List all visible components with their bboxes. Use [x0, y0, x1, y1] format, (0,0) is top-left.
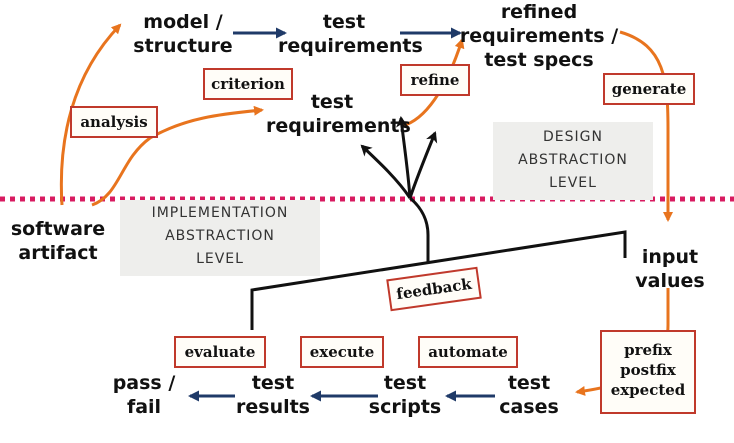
node-line: refined	[500, 1, 578, 23]
feedback-branch-left	[360, 144, 412, 199]
software-artifact-node: software artifact	[8, 217, 108, 265]
node-line: structure	[133, 35, 233, 57]
design-level-line: ABSTRACTION	[518, 152, 628, 168]
node-line: test	[251, 372, 295, 394]
node-line: artifact	[18, 242, 98, 264]
feedback-stem	[409, 196, 430, 262]
implementation-level-line: LEVEL	[196, 251, 244, 267]
node-line: pass /	[112, 372, 176, 394]
input-values-node: input values	[630, 245, 710, 293]
design-level-line: LEVEL	[549, 175, 597, 191]
arrow-refined-to-input	[619, 30, 673, 222]
arrow-refine	[401, 38, 465, 128]
refined-requirements-node: refined requirements / test specs	[458, 0, 620, 72]
implementation-level-line: IMPLEMENTATION	[151, 205, 289, 221]
automate-box: automate	[418, 336, 518, 368]
node-line: requirements /	[459, 25, 619, 47]
arrow-artifact-to-test-requirements	[91, 105, 264, 207]
evaluate-box: evaluate	[174, 336, 266, 368]
node-line: test	[383, 372, 427, 394]
node-line: requirements	[278, 35, 423, 57]
execute-box: execute	[300, 336, 384, 368]
box-line: postfix	[620, 361, 676, 379]
refine-box: refine	[400, 64, 470, 96]
node-line: scripts	[368, 396, 442, 418]
node-line: test	[507, 372, 551, 394]
test-requirements-top-node: test requirements	[278, 10, 423, 58]
node-line: test	[322, 11, 366, 33]
test-results-node: test results	[235, 371, 311, 419]
implementation-abstraction-level: IMPLEMENTATION ABSTRACTION LEVEL	[120, 200, 320, 276]
node-line: test	[310, 91, 354, 113]
test-scripts-node: test scripts	[365, 371, 445, 419]
design-level-line: DESIGN	[543, 129, 603, 145]
design-abstraction-level: DESIGN ABSTRACTION LEVEL	[493, 122, 653, 200]
node-line: fail	[126, 396, 162, 418]
feedback-branch-middle	[396, 116, 412, 199]
analysis-box: analysis	[70, 106, 158, 138]
implementation-level-line: ABSTRACTION	[165, 228, 275, 244]
test-requirements-mid-node: test requirements	[266, 90, 411, 138]
node-line: results	[236, 396, 310, 418]
feedback-branch-right	[408, 131, 438, 199]
test-cases-node: test cases	[493, 371, 565, 419]
box-line: expected	[610, 381, 686, 399]
criterion-box: criterion	[203, 68, 293, 100]
generate-box: generate	[603, 73, 695, 105]
box-line: prefix	[624, 341, 672, 359]
node-line: requirements	[266, 115, 411, 137]
node-line: input	[641, 246, 699, 268]
node-line: values	[635, 270, 705, 292]
node-line: software	[10, 218, 106, 240]
pass-fail-node: pass / fail	[104, 371, 184, 419]
node-line: cases	[499, 396, 559, 418]
prefix-postfix-expected-box: prefix postfix expected	[600, 330, 696, 414]
node-line: test specs	[484, 49, 594, 71]
feedback-bracket	[250, 230, 627, 330]
node-line: model /	[143, 11, 223, 33]
model-structure-node: model / structure	[128, 10, 238, 58]
